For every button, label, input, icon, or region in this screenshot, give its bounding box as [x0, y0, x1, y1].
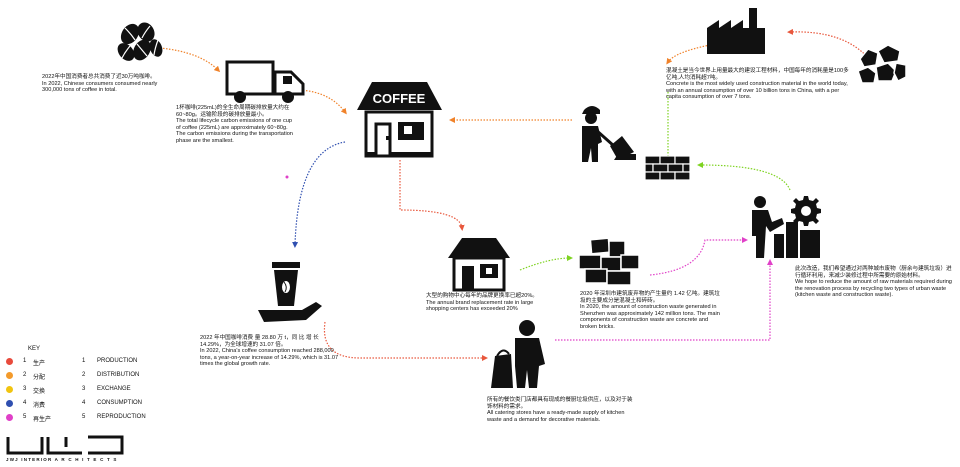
- legend-item: 5 再生产 5 REPRODUCTION: [6, 414, 166, 424]
- legend-item: 1 生产 1 PRODUCTION: [6, 358, 166, 368]
- text-coffee-consumption-zh: 2022年中国消费者总共消费了近30万吨咖啡。: [42, 74, 156, 80]
- worker-shoveling-icon: [582, 106, 636, 162]
- text-transport-en: The total lifecycle carbon emissions of …: [176, 118, 293, 144]
- truck-icon: [225, 60, 305, 103]
- waste-bricks-icon: [578, 237, 640, 286]
- flow-shop-to-store: [399, 160, 465, 231]
- legend-swatch: [6, 414, 13, 421]
- text-coffee-consumption-en: In 2022, Chinese consumers consumed near…: [42, 80, 158, 94]
- flow-shop-to-cup: [292, 141, 346, 248]
- legend-swatch: [6, 400, 13, 407]
- legend-zh: 消费: [33, 403, 46, 409]
- text-mall-en: The annual brand replacement rate in lar…: [426, 299, 534, 313]
- text-coffee-stats-zh: 2022 年中国咖啡消费 量 28.80 万 t，同 比 增 长14.29%，为…: [200, 335, 319, 348]
- legend-en: DISTRIBUTION: [97, 372, 140, 378]
- text-concrete-zh: 混凝土是当今世界上用量最大的建设工程材料，中国每年的消耗量是100多亿吨,人均消…: [666, 68, 849, 81]
- legend-title: KEY: [28, 346, 41, 352]
- legend-num-en: 5: [82, 414, 86, 420]
- legend-zh: 分配: [33, 375, 46, 381]
- legend-num-en: 1: [82, 358, 86, 364]
- store-icon: [448, 238, 510, 292]
- legend-num-en: 4: [82, 400, 86, 406]
- bricks-icon: [644, 155, 691, 181]
- coffee-beans-icon: [117, 22, 163, 61]
- legend-num: 1: [23, 358, 27, 364]
- text-waste: 2020 年深圳市建筑废弃物的产生量约 1.42 亿吨。建筑垃圾的主要成分是混凝…: [580, 291, 720, 331]
- text-waste-en: In 2020, the amount of construction wast…: [580, 304, 720, 330]
- text-transport: 1杯咖啡(225mL)的全生命周期碳排放量大约在60~80g。运输阶段的碳排放量…: [176, 105, 298, 145]
- text-transport-zh: 1杯咖啡(225mL)的全生命周期碳排放量大约在60~80g。运输阶段的碳排放量…: [176, 105, 290, 118]
- text-catering: 所有的餐饮类门店都具有现成的餐厨垃圾供应，以及对于装饰材料的需求。 All ca…: [487, 397, 637, 423]
- legend-swatch: [6, 372, 13, 379]
- legend-zh: 生产: [33, 361, 46, 367]
- legend-num: 4: [23, 400, 27, 406]
- text-catering-en: All catering stores have a ready-made su…: [487, 410, 625, 423]
- rocks-icon: [857, 44, 907, 84]
- flow-rocks-to-factory: [787, 28, 871, 61]
- legend-num-en: 2: [82, 372, 86, 378]
- legend-num: 2: [23, 372, 27, 378]
- legend-num: 3: [23, 386, 27, 392]
- flow-truck-to-shop: [299, 89, 347, 115]
- stray-dot: [285, 175, 289, 179]
- legend-zh: 再生产: [33, 417, 52, 423]
- legend-en: PRODUCTION: [97, 358, 138, 364]
- legend-item: 3 交换 3 EXCHANGE: [6, 386, 166, 396]
- recycling-gear-icon: [752, 196, 821, 258]
- legend-swatch: [6, 358, 13, 365]
- text-reduce-zh: 此次改造，我们希望通过对两种城市废物（厨余与建筑垃圾）进行循环利用，来减少装修过…: [795, 266, 952, 279]
- legend-swatch: [6, 386, 13, 393]
- flow-person-to-recycle: [555, 259, 773, 341]
- flow-cup-to-person: [323, 321, 488, 361]
- legend-item: 4 消费 4 CONSUMPTION: [6, 400, 166, 410]
- coffee-cup-hand-icon: [258, 262, 322, 322]
- text-coffee-stats: 2022 年中国咖啡消费 量 28.80 万 t，同 比 增 长14.29%，为…: [200, 335, 340, 368]
- flow-waste-to-recycle: [649, 237, 748, 276]
- text-coffee-consumption: 2022年中国消费者总共消费了近30万吨咖啡。 In 2022, Chinese…: [42, 74, 162, 94]
- flow-store-to-waste: [519, 255, 573, 271]
- person-with-bags-icon: [491, 320, 545, 388]
- flow-beans-to-truck: [159, 47, 221, 73]
- text-coffee-stats-en: In 2022, China's coffee consumption reac…: [200, 348, 339, 368]
- legend-num-en: 3: [82, 386, 86, 392]
- legend-en: CONSUMPTION: [97, 400, 142, 406]
- flow-recycle-to-bricks: [697, 162, 791, 191]
- text-reduce-en: We hope to reduce the amount of raw mate…: [795, 279, 952, 299]
- text-concrete: 混凝土是当今世界上用量最大的建设工程材料，中国每年的消耗量是100多亿吨,人均消…: [666, 68, 852, 101]
- text-catering-zh: 所有的餐饮类门店都具有现成的餐厨垃圾供应，以及对于装饰材料的需求。: [487, 397, 633, 410]
- text-waste-zh: 2020 年深圳市建筑废弃物的产生量约 1.42 亿吨。建筑垃圾的主要成分是混凝…: [580, 291, 720, 304]
- text-mall: 大型的购物中心每年的品牌更换率已超20%。 The annual brand r…: [426, 293, 556, 313]
- legend: KEY 1 生产 1 PRODUCTION 2 分配 2 DISTRIBUTIO…: [6, 346, 176, 426]
- text-mall-zh: 大型的购物中心每年的品牌更换率已超20%。: [426, 293, 538, 299]
- legend-zh: 交换: [33, 389, 46, 395]
- text-concrete-en: Concrete is the most widely used constru…: [666, 81, 848, 101]
- jwj-logo: [6, 435, 124, 455]
- legend-en: REPRODUCTION: [97, 414, 146, 420]
- coffee-shop-icon: [357, 82, 442, 158]
- legend-en: EXCHANGE: [97, 386, 131, 392]
- flow-factory-to-worker: [666, 44, 711, 65]
- factory-icon: [707, 8, 765, 54]
- legend-num: 5: [23, 414, 27, 420]
- legend-item: 2 分配 2 DISTRIBUTION: [6, 372, 166, 382]
- text-reduce: 此次改造，我们希望通过对两种城市废物（厨余与建筑垃圾）进行循环利用，来减少装修过…: [795, 266, 955, 299]
- logo-text: JWJ INTERIOR A R C H I T E C T S: [6, 457, 118, 462]
- coffee-sign: COFFEE: [372, 91, 426, 106]
